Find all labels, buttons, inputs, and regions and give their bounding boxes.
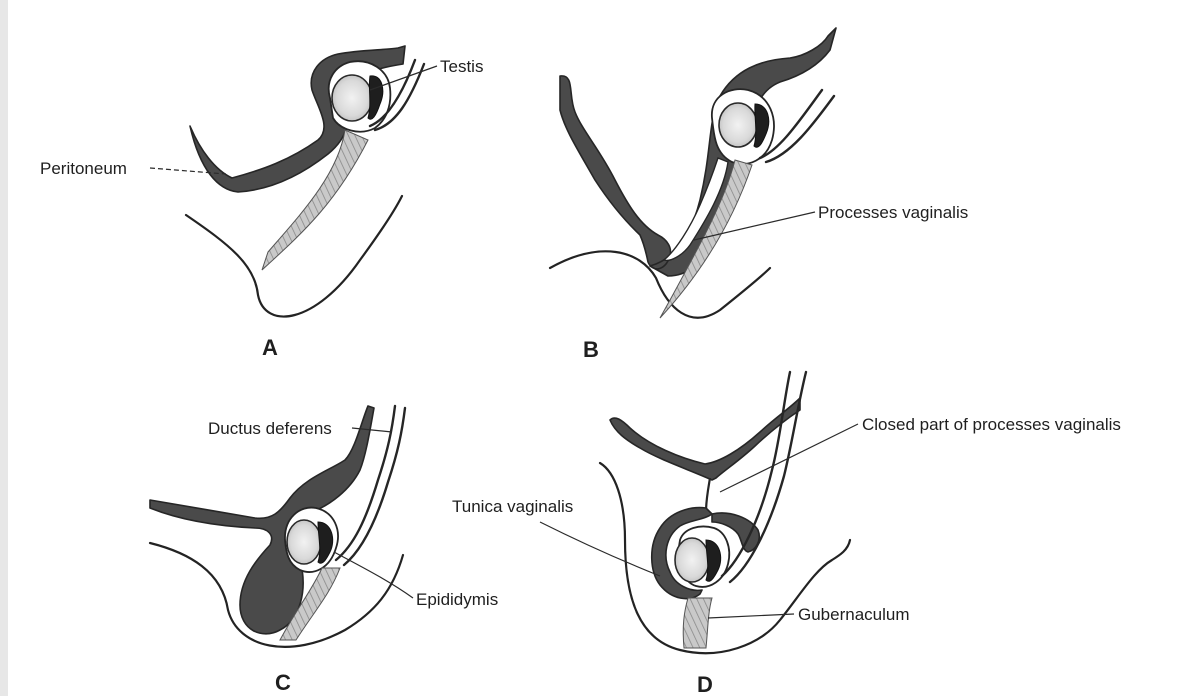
panel-letter-a: A <box>262 335 278 360</box>
panel-d-testis <box>675 538 709 582</box>
panel-c-testis <box>287 520 321 564</box>
panel-d-gubernaculum <box>683 598 712 648</box>
panel-c-peritoneum <box>150 406 374 634</box>
panel-d-closed-cord <box>706 478 710 512</box>
label-testis: Testis <box>440 57 483 76</box>
label-peritoneum: Peritoneum <box>40 159 127 178</box>
panel-b-ductus-2 <box>766 96 834 162</box>
panel-letter-b: B <box>583 337 599 362</box>
label-gubernaculum: Gubernaculum <box>798 605 910 624</box>
leader-ductus-deferens <box>352 428 392 432</box>
panel-b: Processes vaginalis B <box>550 28 968 362</box>
leader-tunica-vaginalis <box>540 522 660 576</box>
panel-b-testis <box>719 103 757 147</box>
panel-letter-d: D <box>697 672 713 696</box>
page-gutter <box>0 0 8 696</box>
panel-c: Ductus deferens Epididymis C <box>150 406 498 695</box>
label-tunica-vaginalis: Tunica vaginalis <box>452 497 573 516</box>
panel-a-body-outline <box>186 196 402 317</box>
panel-letter-c: C <box>275 670 291 695</box>
panel-a: Testis Peritoneum A <box>40 46 483 360</box>
label-closed-part: Closed part of processes vaginalis <box>862 415 1121 434</box>
label-processes-vaginalis-b: Processes vaginalis <box>818 203 968 222</box>
panel-d: Closed part of processes vaginalis Tunic… <box>452 372 1121 696</box>
label-epididymis: Epididymis <box>416 590 498 609</box>
label-ductus-deferens: Ductus deferens <box>208 419 332 438</box>
panel-a-testis <box>332 75 372 121</box>
